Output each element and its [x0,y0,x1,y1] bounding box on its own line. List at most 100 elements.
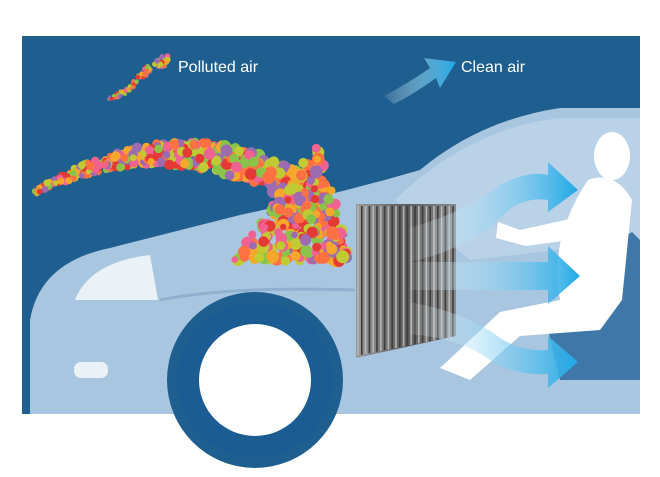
particle [319,203,328,211]
legend-particle [131,84,136,90]
particle [325,207,335,217]
particle [169,139,180,150]
clean-air-arrow-bottom [410,302,578,388]
particle [79,173,85,179]
particle [229,153,240,164]
particle [231,161,242,173]
particle [319,242,328,250]
particle [254,252,265,263]
particle [189,140,199,150]
particle [37,188,43,195]
particle [310,185,319,193]
legend-particle [120,89,125,94]
particle [262,171,276,184]
particle [309,165,323,179]
particle [43,179,51,187]
legend-particle [157,61,164,68]
particle [327,186,336,195]
legend-particle [144,68,150,74]
fog-light [74,362,108,378]
legend-polluted-label: Polluted air [178,59,259,76]
particle [313,155,321,163]
particle [71,175,77,182]
clean-air-arrow-middle [410,246,580,304]
polluted-air-stream [31,137,353,268]
particle [273,167,285,179]
legend-particle [163,58,170,65]
particle [266,250,279,263]
particle [311,194,320,204]
legend-particle [114,95,119,99]
legend-particle [134,79,139,84]
particle [86,161,95,171]
legend-particle [106,97,110,101]
particle [276,241,286,251]
particle [311,143,321,153]
particle [212,164,223,174]
particle [323,194,334,205]
particle [154,144,163,154]
hood-line [159,287,356,302]
passenger-silhouette-icon [440,132,632,380]
legend-particle [127,84,132,89]
particle [203,148,216,160]
particle [298,157,309,168]
clean-air-flow [410,162,580,388]
particle [52,180,59,186]
particle [202,138,212,148]
particle [147,157,155,166]
particle [164,159,175,170]
particle [290,238,302,251]
clean-air-arrow-icon [384,58,456,104]
particle [258,236,269,247]
particle [101,162,108,169]
particle [195,153,205,164]
particle [261,224,269,231]
particle [248,156,259,168]
particle [302,200,312,210]
particle [304,248,314,258]
legend: Polluted air Clean air [106,53,526,104]
legend-particle [111,97,115,101]
clean-air-arrow-top [410,162,578,262]
legend-particle [111,94,115,98]
particle [336,250,350,264]
particle [312,242,322,252]
particle [234,146,244,157]
particle [211,155,222,166]
particle [274,228,283,237]
particle [123,164,131,171]
particle [249,241,257,250]
particle [274,204,286,215]
particle [306,214,317,225]
particle [162,150,171,159]
particle [144,145,155,156]
legend-particle [108,95,112,99]
particle [283,207,294,218]
particle [224,170,235,181]
particle [296,170,307,181]
particle [116,163,125,172]
particle [109,153,119,162]
particle [280,223,287,231]
legend-particle [117,94,122,99]
particle [284,185,295,196]
legend-particle [123,88,128,93]
particle [331,231,341,241]
legend-particle [154,58,160,64]
particle [231,256,238,263]
legend-particle [159,54,165,60]
particle [41,185,49,193]
particle [295,214,305,224]
particle [157,159,165,167]
particle [180,158,190,169]
particle [306,226,318,239]
particle [291,231,298,239]
particle [280,256,291,266]
particle [244,168,257,180]
particle-stream-icon [106,53,171,101]
particle [129,154,137,162]
legend-particle [135,74,140,80]
wheel-rim [199,324,311,436]
